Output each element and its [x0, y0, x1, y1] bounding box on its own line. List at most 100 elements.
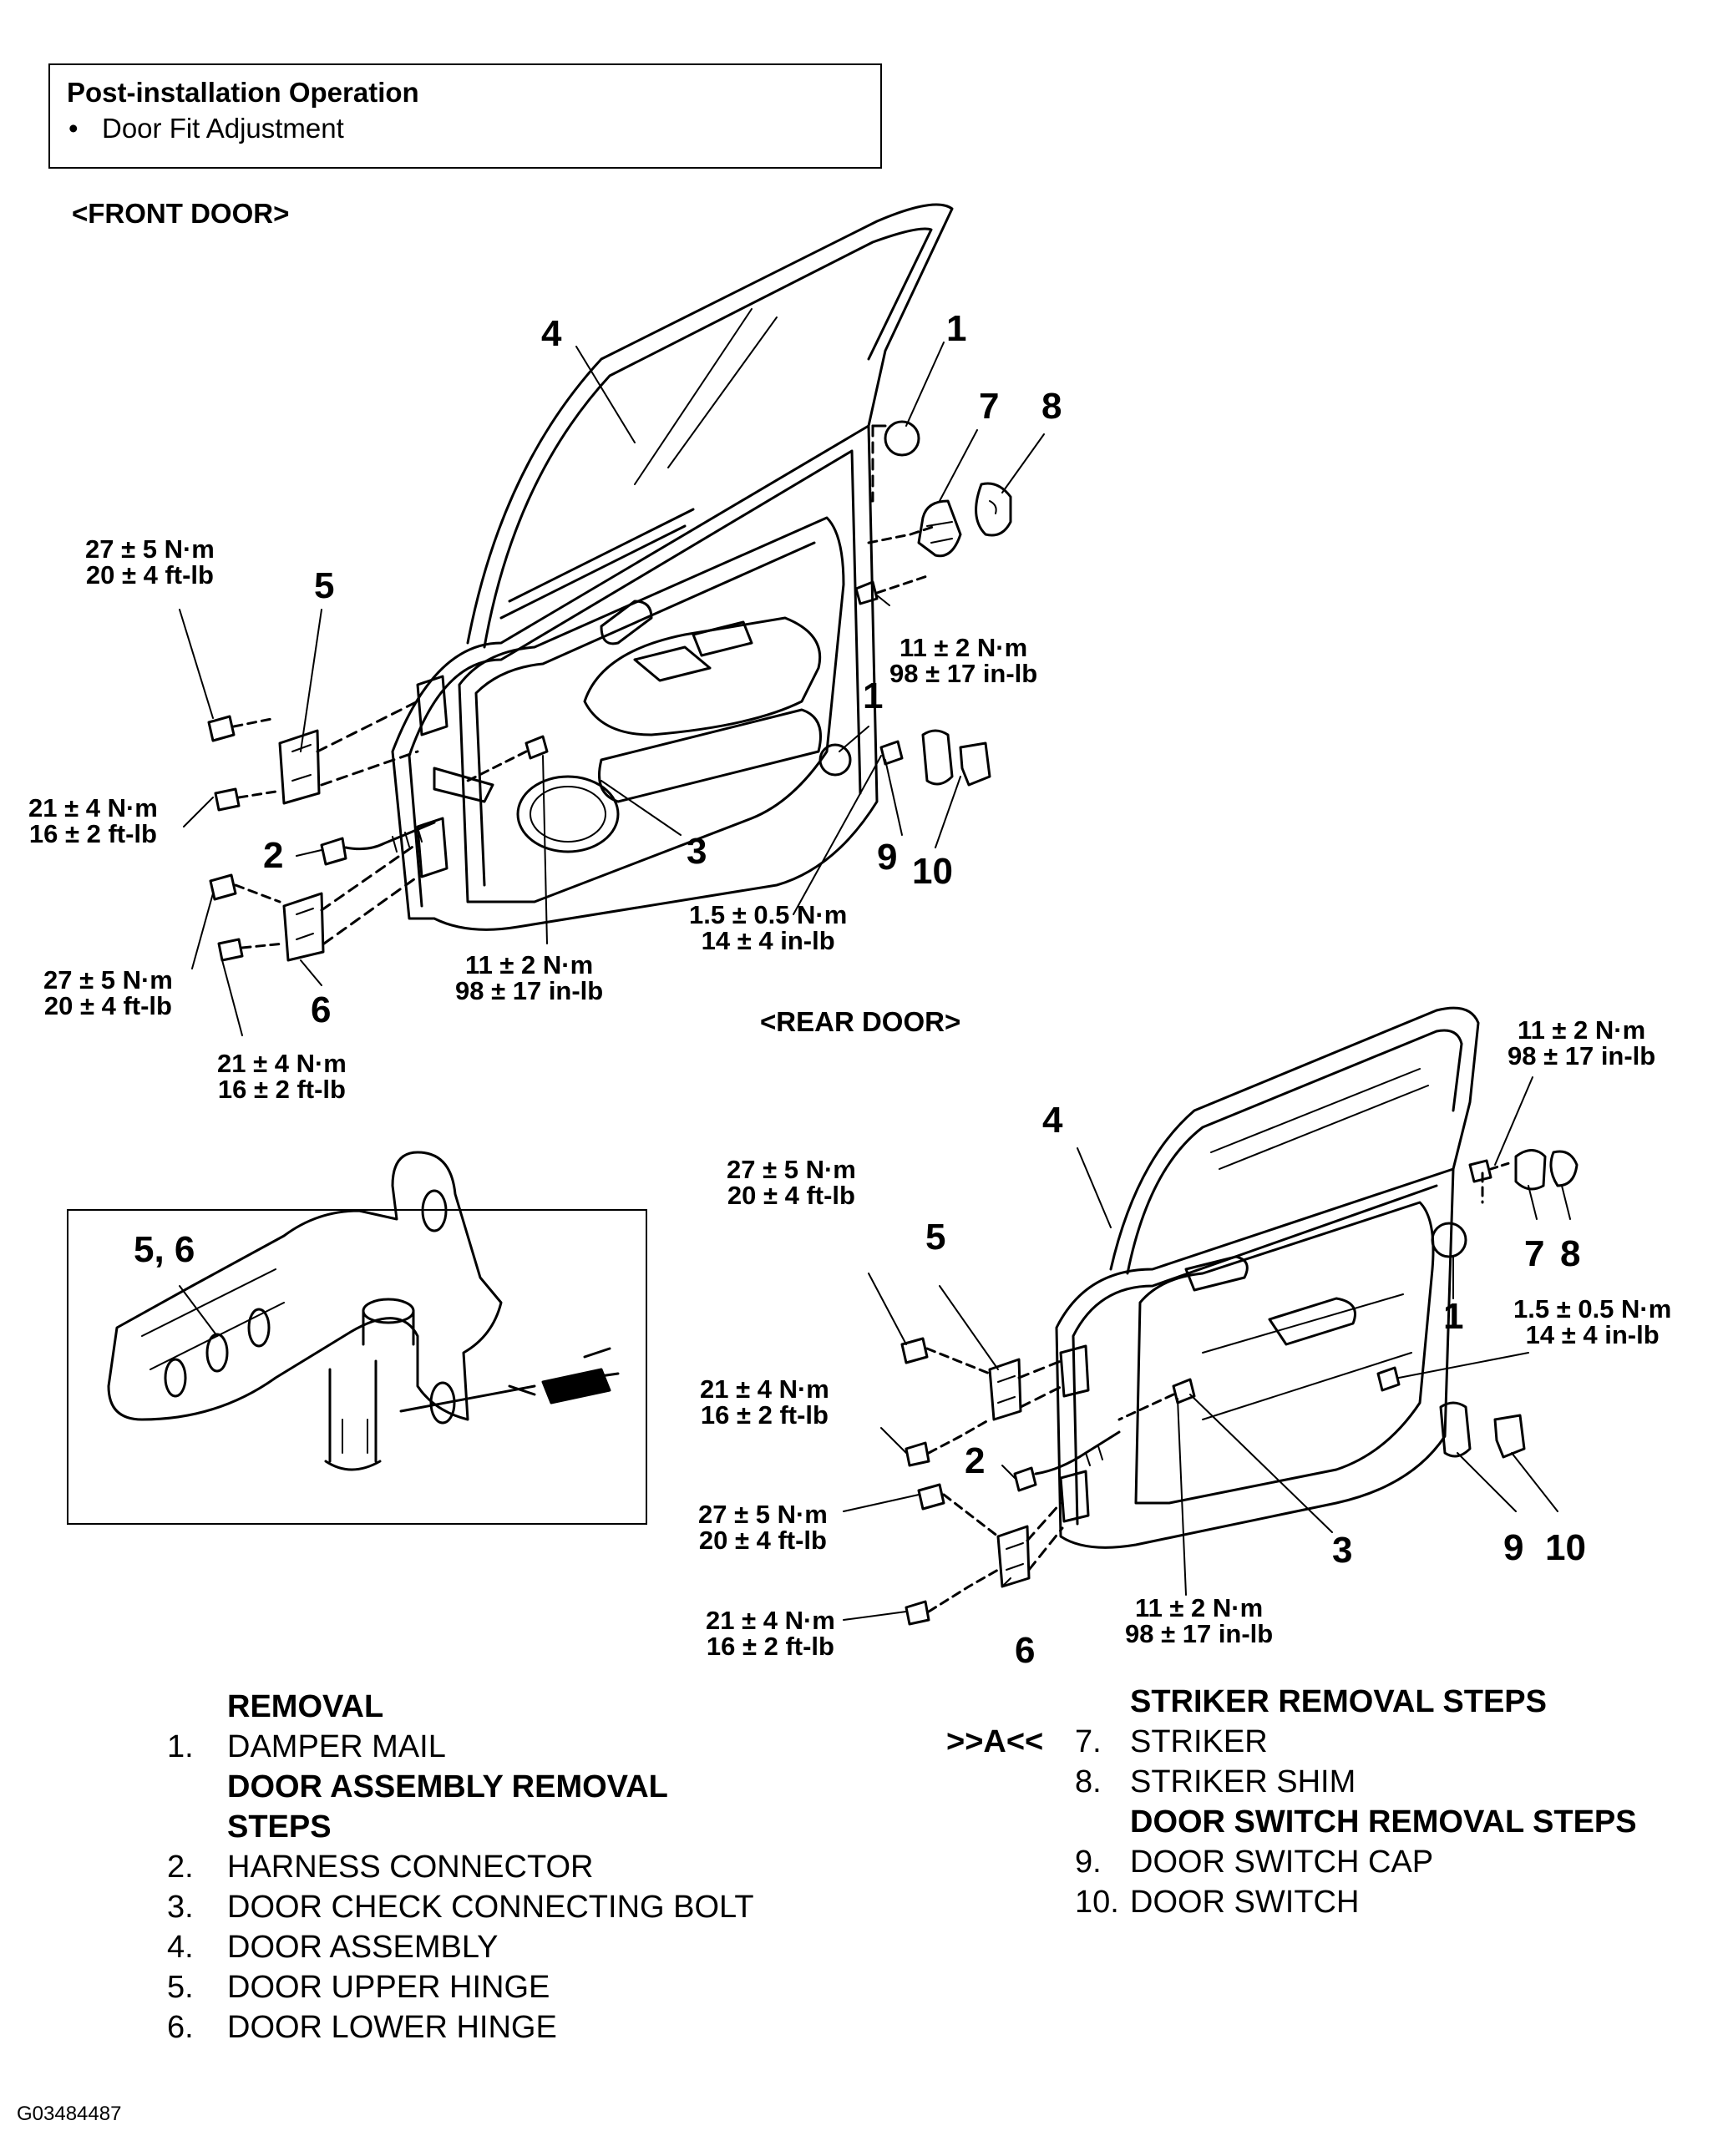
step-num: 4. — [167, 1930, 194, 1965]
post-installation-bullet: • — [68, 113, 79, 144]
torque-imperial: 20 ± 4 ft-lb — [85, 560, 214, 590]
rear-callout-9: 9 — [1503, 1527, 1524, 1568]
torque-imperial: 16 ± 2 ft-lb — [28, 819, 157, 848]
torque-imperial: 98 ± 17 in-lb — [889, 659, 1038, 688]
front-callout-8: 8 — [1041, 386, 1062, 427]
rear-torque-upper-hinge-nut: 21 ± 4 N·m 16 ± 2 ft-lb — [700, 1376, 829, 1428]
torque-nm: 27 ± 5 N·m — [43, 965, 173, 994]
torque-nm: 21 ± 4 N·m — [706, 1606, 835, 1635]
front-torque-striker-screw: 11 ± 2 N·m 98 ± 17 in-lb — [889, 635, 1037, 686]
door-assembly-removal-heading-2: STEPS — [227, 1809, 332, 1845]
step-num: 1. — [167, 1729, 194, 1764]
rear-torque-switch-screw: 1.5 ± 0.5 N·m 14 ± 4 in-lb — [1513, 1296, 1671, 1348]
step-label: DOOR ASSEMBLY — [227, 1930, 499, 1965]
rear-callout-5: 5 — [925, 1217, 946, 1258]
torque-imperial: 98 ± 17 in-lb — [1125, 1619, 1274, 1648]
front-door-drawing — [207, 203, 1012, 962]
step-label: STRIKER SHIM — [1130, 1764, 1356, 1799]
step-num: 6. — [167, 2010, 194, 2045]
rear-torque-lower-hinge-nut: 21 ± 4 N·m 16 ± 2 ft-lb — [706, 1607, 835, 1659]
step-num: 9. — [1075, 1845, 1102, 1880]
torque-nm: 21 ± 4 N·m — [28, 793, 158, 822]
torque-nm: 27 ± 5 N·m — [698, 1500, 828, 1529]
torque-nm: 11 ± 2 N·m — [1518, 1015, 1646, 1045]
post-installation-box: Post-installation Operation • Door Fit A… — [48, 63, 882, 169]
front-callout-3: 3 — [687, 831, 707, 872]
rear-callout-10: 10 — [1545, 1527, 1586, 1568]
step-num: 10. — [1075, 1885, 1119, 1920]
step-label: DAMPER MAIL — [227, 1729, 446, 1764]
front-torque-upper-hinge-bolt: 27 ± 5 N·m 20 ± 4 ft-lb — [85, 536, 215, 588]
hinge-detail-callout: 5, 6 — [134, 1229, 195, 1270]
procedure-marker: >>A<< — [946, 1724, 1044, 1759]
hinge-detail-box — [67, 1209, 647, 1525]
rear-door-drawing — [900, 1006, 1579, 1626]
removal-heading: REMOVAL — [227, 1689, 384, 1724]
figure-id: G03484487 — [17, 2103, 122, 2125]
front-torque-lower-hinge-nut: 21 ± 4 N·m 16 ± 2 ft-lb — [217, 1050, 347, 1102]
front-callout-5: 5 — [314, 565, 335, 606]
torque-nm: 1.5 ± 0.5 N·m — [1513, 1294, 1672, 1323]
torque-nm: 21 ± 4 N·m — [217, 1049, 347, 1078]
front-torque-check-bolt: 11 ± 2 N·m 98 ± 17 in-lb — [455, 952, 603, 1004]
leader-lines — [179, 342, 1571, 1621]
rear-callout-6: 6 — [1015, 1630, 1036, 1671]
post-installation-heading: Post-installation Operation — [67, 77, 419, 108]
step-label: HARNESS CONNECTOR — [227, 1850, 594, 1885]
front-callout-10: 10 — [912, 851, 953, 892]
rear-callout-7: 7 — [1524, 1233, 1545, 1274]
door-assembly-removal-heading: DOOR ASSEMBLY REMOVAL — [227, 1769, 668, 1804]
torque-imperial: 20 ± 4 ft-lb — [698, 1526, 827, 1555]
rear-callout-8: 8 — [1560, 1233, 1581, 1274]
step-label: DOOR SWITCH CAP — [1130, 1845, 1434, 1880]
step-num: 7. — [1075, 1724, 1102, 1759]
step-label: DOOR CHECK CONNECTING BOLT — [227, 1890, 754, 1925]
front-callout-9: 9 — [877, 837, 898, 878]
striker-heading: STRIKER REMOVAL STEPS — [1130, 1684, 1547, 1719]
torque-nm: 27 ± 5 N·m — [85, 534, 215, 564]
torque-imperial: 98 ± 17 in-lb — [1508, 1041, 1656, 1070]
front-torque-switch-screw: 1.5 ± 0.5 N·m 14 ± 4 in-lb — [689, 902, 847, 954]
front-callout-4: 4 — [541, 313, 562, 354]
torque-imperial: 16 ± 2 ft-lb — [217, 1075, 346, 1104]
rear-torque-upper-hinge-bolt: 27 ± 5 N·m 20 ± 4 ft-lb — [727, 1156, 856, 1208]
torque-imperial: 16 ± 2 ft-lb — [700, 1400, 829, 1430]
step-num: 3. — [167, 1890, 194, 1925]
hinge-detail-drawing — [107, 1151, 620, 1471]
front-torque-upper-hinge-nut: 21 ± 4 N·m 16 ± 2 ft-lb — [28, 795, 158, 847]
rear-torque-check-bolt: 11 ± 2 N·m 98 ± 17 in-lb — [1125, 1595, 1273, 1647]
post-installation-item: Door Fit Adjustment — [102, 113, 344, 144]
torque-imperial: 14 ± 4 in-lb — [1525, 1320, 1660, 1349]
door-switch-heading: DOOR SWITCH REMOVAL STEPS — [1130, 1804, 1637, 1840]
torque-imperial: 20 ± 4 ft-lb — [43, 991, 172, 1020]
step-label: STRIKER — [1130, 1724, 1268, 1759]
torque-nm: 11 ± 2 N·m — [1135, 1593, 1264, 1622]
rear-callout-3: 3 — [1332, 1530, 1353, 1571]
torque-imperial: 16 ± 2 ft-lb — [706, 1632, 834, 1661]
front-callout-6: 6 — [311, 989, 332, 1030]
step-label: DOOR LOWER HINGE — [227, 2010, 557, 2045]
torque-nm: 1.5 ± 0.5 N·m — [689, 900, 848, 929]
step-label: DOOR SWITCH — [1130, 1885, 1360, 1920]
front-callout-1-lower: 1 — [863, 676, 884, 716]
step-label: DOOR UPPER HINGE — [227, 1970, 550, 2005]
torque-imperial: 14 ± 4 in-lb — [701, 926, 835, 955]
torque-nm: 11 ± 2 N·m — [465, 950, 594, 979]
step-num: 8. — [1075, 1764, 1102, 1799]
torque-nm: 21 ± 4 N·m — [700, 1374, 829, 1404]
front-torque-lower-hinge-bolt: 27 ± 5 N·m 20 ± 4 ft-lb — [43, 967, 173, 1019]
rear-callout-2: 2 — [965, 1440, 986, 1481]
step-num: 2. — [167, 1850, 194, 1885]
torque-imperial: 20 ± 4 ft-lb — [727, 1181, 855, 1210]
rear-callout-4: 4 — [1042, 1100, 1063, 1141]
front-callout-7: 7 — [979, 386, 1000, 427]
rear-door-title: <REAR DOOR> — [760, 1006, 961, 1037]
torque-imperial: 98 ± 17 in-lb — [455, 976, 604, 1005]
torque-nm: 11 ± 2 N·m — [900, 633, 1028, 662]
rear-torque-lower-hinge-bolt: 27 ± 5 N·m 20 ± 4 ft-lb — [698, 1501, 828, 1553]
rear-callout-1: 1 — [1443, 1296, 1464, 1337]
front-callout-1-damper: 1 — [946, 308, 967, 349]
front-door-title: <FRONT DOOR> — [72, 198, 290, 229]
front-callout-2: 2 — [263, 835, 284, 876]
